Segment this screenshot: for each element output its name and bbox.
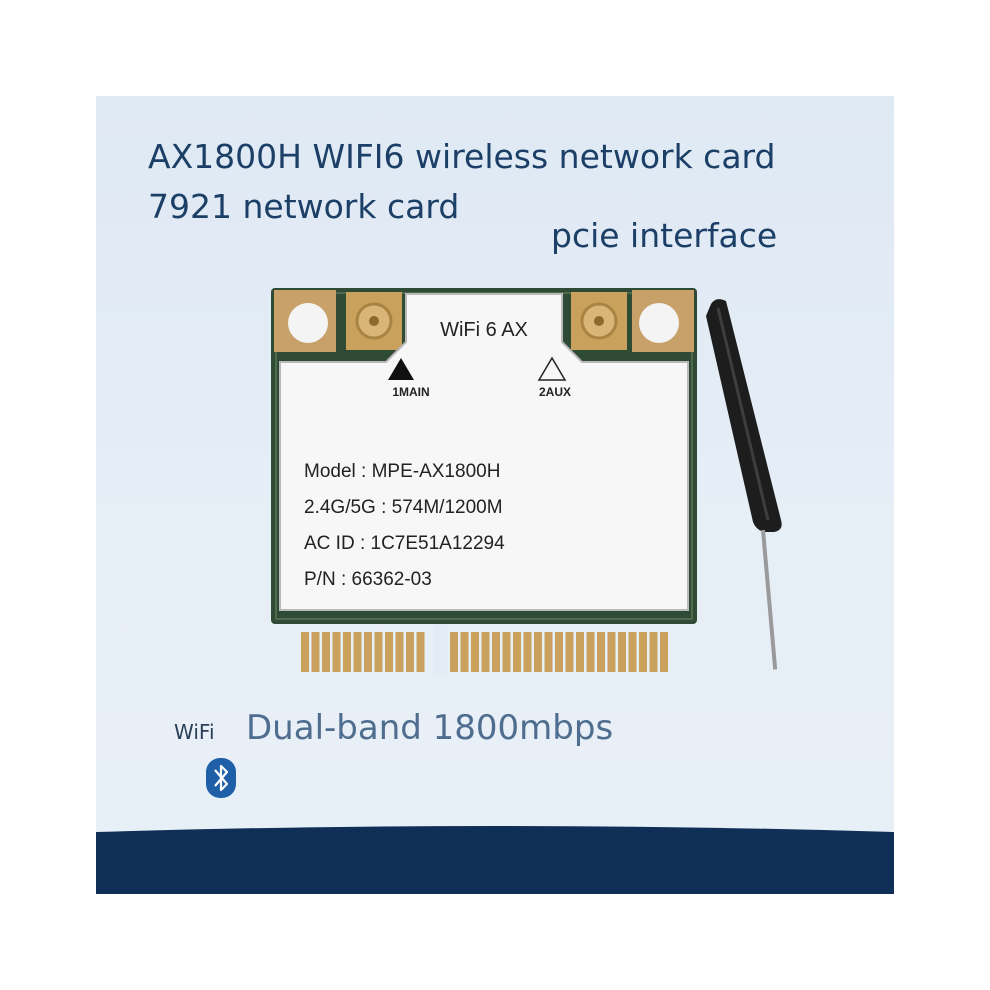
- interface-label: pcie interface: [551, 216, 778, 255]
- band-speed-text: Dual-band 1800mbps: [246, 708, 614, 748]
- gold-finger: [565, 632, 574, 672]
- gold-finger: [628, 632, 637, 672]
- gold-finger: [502, 632, 511, 672]
- antenna-main-label: 1MAIN: [392, 385, 429, 399]
- gold-finger: [481, 632, 490, 672]
- gold-finger: [395, 632, 404, 672]
- mount-hole-right: [639, 303, 679, 343]
- connector-key-notch: [434, 624, 448, 676]
- gold-finger: [523, 632, 532, 672]
- gold-finger: [576, 632, 584, 672]
- gold-finger: [649, 632, 658, 672]
- gold-finger: [332, 632, 341, 672]
- mount-hole-left: [288, 303, 328, 343]
- gold-finger: [618, 632, 626, 672]
- gold-finger: [450, 632, 458, 672]
- triangle-outline-icon: [537, 356, 567, 381]
- product-panel: AX1800H WIFI6 wireless network card 7921…: [96, 96, 894, 894]
- shield-can: [279, 293, 689, 611]
- gold-finger: [416, 632, 425, 672]
- wifi-logo: WiFi: [174, 720, 215, 744]
- gold-finger: [301, 632, 309, 672]
- network-card-illustration: WiFi 6 AX 1MAIN 2AUX Model : MPE-AX1800H…: [271, 288, 782, 676]
- gold-finger: [555, 632, 563, 672]
- gold-finger: [311, 632, 320, 672]
- gold-finger: [660, 632, 668, 672]
- gold-finger: [322, 632, 330, 672]
- edge-connector: [301, 632, 668, 672]
- antenna-aux-label: 2AUX: [539, 385, 571, 399]
- gold-finger: [639, 632, 647, 672]
- gold-finger: [607, 632, 616, 672]
- gold-finger: [385, 632, 393, 672]
- gold-finger: [343, 632, 351, 672]
- gold-finger: [471, 632, 479, 672]
- spec-bands: 2.4G/5G : 574M/1200M: [304, 497, 503, 518]
- gold-finger: [460, 632, 469, 672]
- gold-finger: [364, 632, 372, 672]
- gold-finger: [374, 632, 383, 672]
- gold-finger: [406, 632, 414, 672]
- spec-ac-id: AC ID : 1C7E51A12294: [304, 533, 505, 554]
- gold-finger: [353, 632, 362, 672]
- triangle-filled-icon: [388, 358, 414, 380]
- gold-finger: [544, 632, 553, 672]
- shield-title: WiFi 6 AX: [440, 319, 528, 341]
- screwdriver-icon: [706, 299, 782, 670]
- spec-model: Model : MPE-AX1800H: [304, 461, 500, 482]
- gold-finger: [586, 632, 595, 672]
- gold-finger: [513, 632, 521, 672]
- gold-finger: [534, 632, 542, 672]
- bluetooth-icon: [206, 758, 236, 798]
- gold-finger: [492, 632, 500, 672]
- gold-finger: [597, 632, 605, 672]
- footer-band: [96, 826, 894, 894]
- product-title: AX1800H WIFI6 wireless network card 7921…: [148, 137, 776, 226]
- spec-part-number: P/N : 66362-03: [304, 569, 432, 590]
